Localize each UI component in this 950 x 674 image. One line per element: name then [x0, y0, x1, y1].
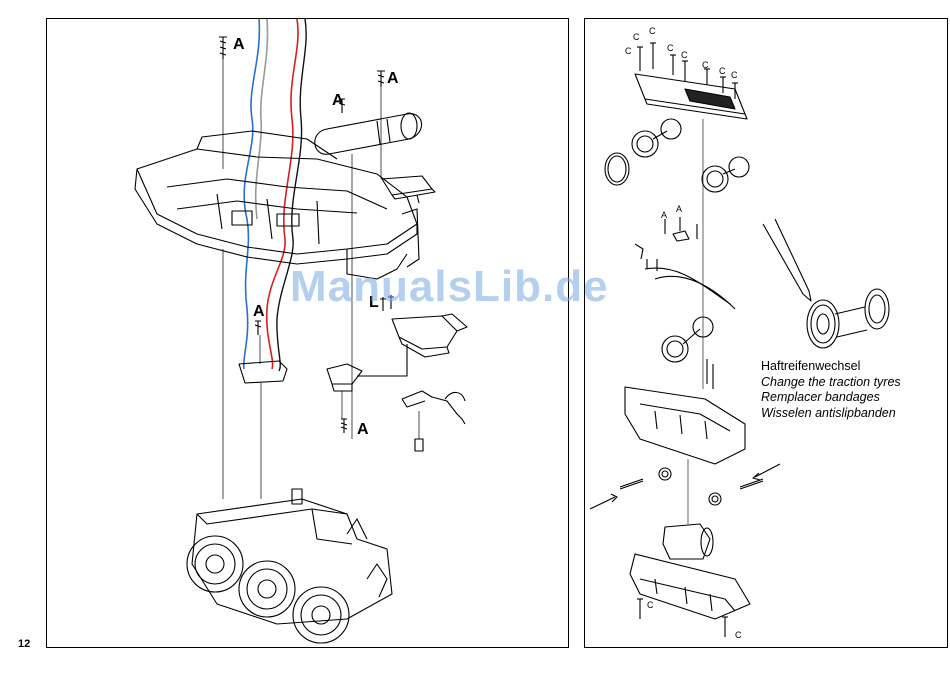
screw-label: C	[731, 71, 738, 80]
screw-label: C	[625, 47, 632, 56]
watermark: ManualsLib.de	[290, 262, 609, 312]
screw-label: C	[735, 631, 742, 640]
screw-label: A	[387, 71, 399, 87]
right-exploded-diagram-panel: C C C C C C C C C C A A Haftreifenwechse…	[584, 18, 948, 648]
screw-label: A	[676, 205, 682, 214]
wheelset-exploded-drawing	[585, 19, 947, 647]
screw-label: C	[633, 33, 640, 42]
chassis-exploded-drawing	[47, 19, 568, 647]
left-exploded-diagram-panel: A A A A A L	[46, 18, 569, 648]
screw-label: C	[719, 67, 726, 76]
traction-tyre-caption: Haftreifenwechsel Change the traction ty…	[761, 359, 901, 421]
caption-german: Haftreifenwechsel	[761, 359, 901, 375]
caption-french: Remplacer bandages	[761, 390, 901, 406]
screw-label: A	[332, 93, 344, 109]
screw-label: A	[357, 422, 369, 438]
screw-label: A	[233, 37, 245, 53]
caption-english: Change the traction tyres	[761, 375, 901, 391]
screw-label: C	[649, 27, 656, 36]
screw-label: C	[681, 51, 688, 60]
screw-label: C	[702, 61, 709, 70]
screw-label: C	[667, 44, 674, 53]
screw-label: A	[661, 211, 667, 220]
caption-dutch: Wisselen antislipbanden	[761, 406, 901, 422]
screw-label: A	[253, 304, 265, 320]
page-number: 12	[18, 638, 30, 650]
screw-label: C	[647, 601, 654, 610]
